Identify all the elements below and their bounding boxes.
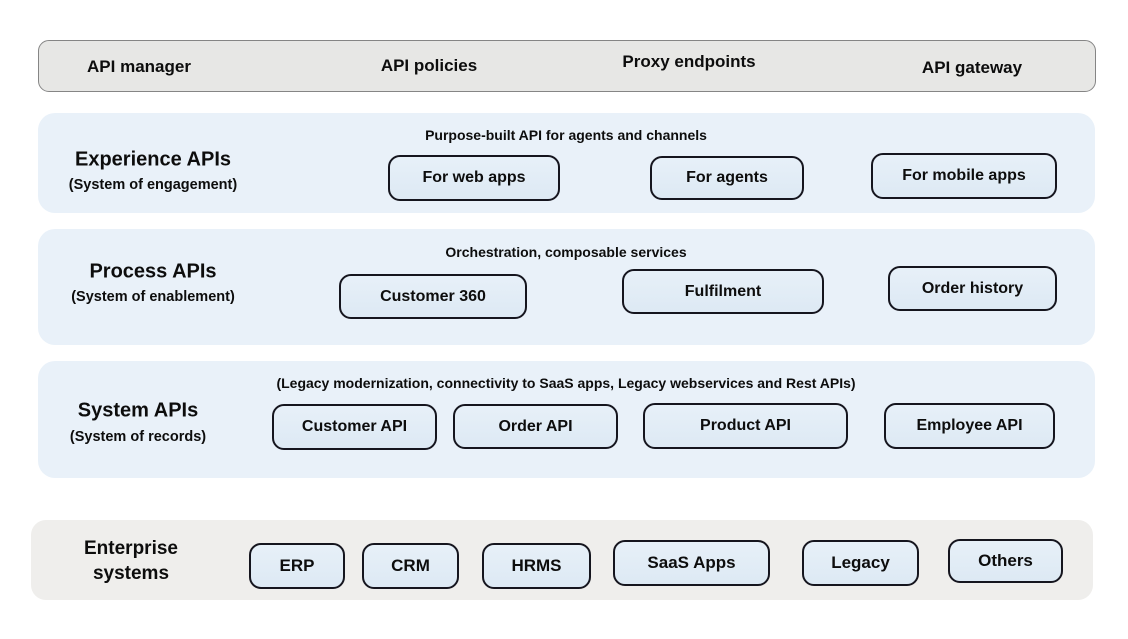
chip-crm: CRM — [362, 543, 459, 589]
chip-employee-api: Employee API — [884, 403, 1055, 449]
layer-title: Enterprise systems — [84, 538, 178, 584]
topbar-item-api-gateway: API gateway — [921, 58, 1023, 77]
topbar-item-proxy-endpoints: Proxy endpoints — [622, 52, 756, 71]
layer-title: Experience APIs — [74, 148, 232, 171]
layer-subtitle: (System of engagement) — [68, 177, 238, 193]
chip-fulfilment: Fulfilment — [622, 269, 824, 314]
layer-title: System APIs — [77, 399, 199, 422]
layer-process-apis: Process APIs (System of enablement) Orch… — [38, 229, 1095, 345]
layer-caption: (Legacy modernization, connectivity to S… — [276, 375, 856, 391]
chip-for-mobile-apps: For mobile apps — [871, 153, 1057, 199]
chip-customer-360: Customer 360 — [339, 274, 527, 319]
api-management-bar: API manager API policies Proxy endpoints… — [38, 40, 1096, 92]
topbar-item-api-manager: API manager — [87, 57, 191, 76]
topbar-item-api-policies: API policies — [380, 56, 478, 75]
layer-title: Process APIs — [89, 260, 217, 283]
layer-subtitle: (System of enablement) — [71, 289, 235, 305]
chip-hrms: HRMS — [482, 543, 591, 589]
chip-for-agents: For agents — [650, 156, 804, 200]
chip-for-web-apps: For web apps — [388, 155, 560, 201]
layer-enterprise-systems: Enterprise systems ERP CRM HRMS SaaS App… — [31, 520, 1093, 600]
chip-order-history: Order history — [888, 266, 1057, 311]
layer-experience-apis: Experience APIs (System of engagement) P… — [38, 113, 1095, 213]
layer-system-apis: (Legacy modernization, connectivity to S… — [38, 361, 1095, 478]
chip-erp: ERP — [249, 543, 345, 589]
chip-saas-apps: SaaS Apps — [613, 540, 770, 586]
layer-caption: Purpose-built API for agents and channel… — [425, 127, 707, 143]
chip-legacy: Legacy — [802, 540, 919, 586]
chip-order-api: Order API — [453, 404, 618, 449]
layer-caption: Orchestration, composable services — [445, 244, 687, 260]
chip-customer-api: Customer API — [272, 404, 437, 450]
layer-subtitle: (System of records) — [69, 429, 207, 445]
chip-others: Others — [948, 539, 1063, 583]
chip-product-api: Product API — [643, 403, 848, 449]
